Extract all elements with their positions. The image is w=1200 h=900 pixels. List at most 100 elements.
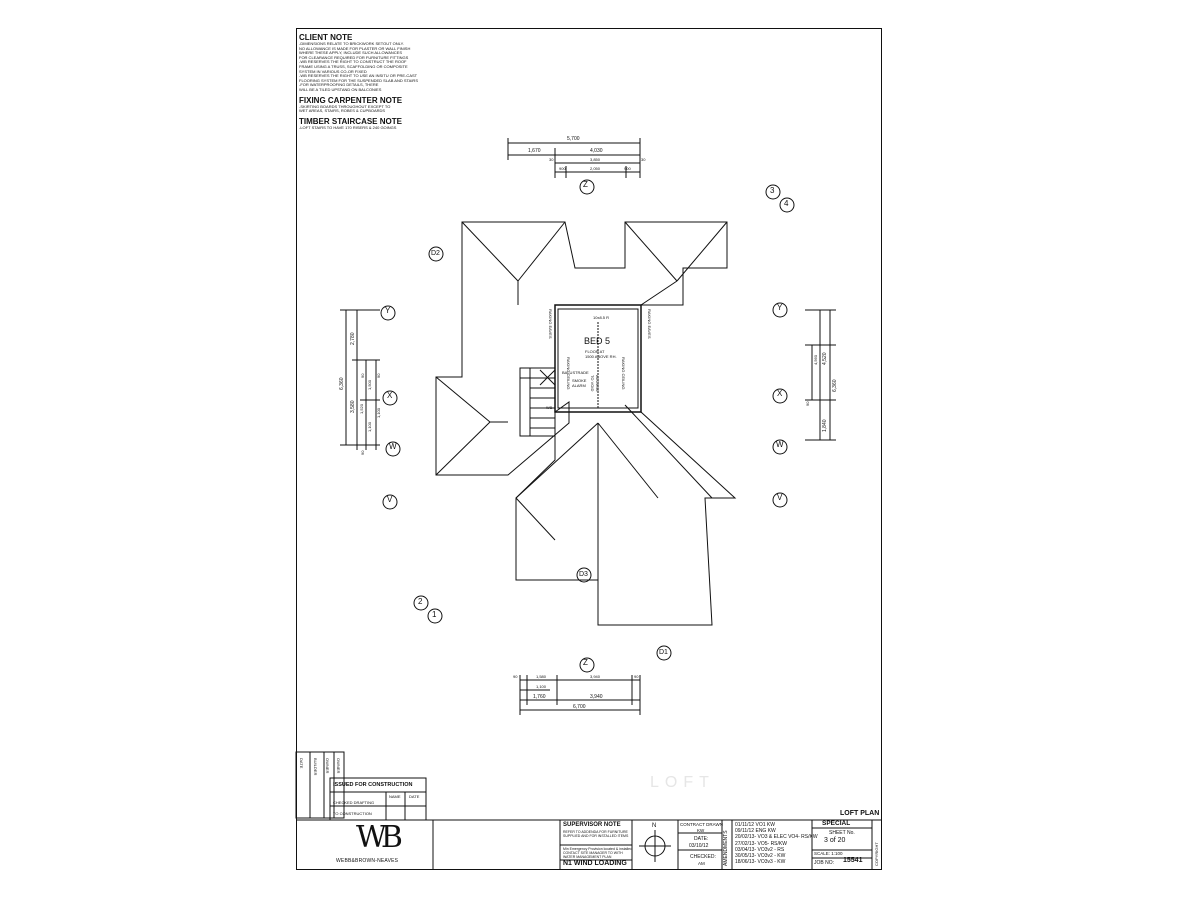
logo-name: WEBB&BROWN-NEAVES [336, 858, 399, 864]
amendments-label: AMENDMENTS [723, 830, 729, 866]
dim-right-b: 4,560 [813, 354, 818, 365]
section-marker-1: 1 [432, 610, 437, 619]
sheet-number: 3 of 20 [824, 837, 846, 844]
revision-strip-builder: BUILDER [313, 758, 318, 776]
timber-staircase-note-heading: TIMBER STAIRCASE NOTE [299, 116, 402, 126]
balustrade-label: BALUSTRADE [562, 370, 589, 375]
dim-bottom-c: 3,940 [590, 694, 603, 700]
company-logo: WB WEBB&BROWN-NEAVES [336, 820, 432, 870]
dim-top-c: 3,850 [590, 157, 601, 162]
contract-drawn-value: KW [697, 828, 705, 833]
dim-left-f: 90 [360, 450, 365, 455]
dim-bottom-w1: 1,100 [536, 684, 547, 689]
amendment-item: 20/02/13- VO3 & ELEC VO4- RS/KW [735, 834, 818, 841]
amendment-item: 09/11/12 ENG KW [735, 828, 776, 835]
stair-outline [519, 367, 556, 437]
wb-label: WB [546, 405, 553, 410]
dim-right-d: 90 [805, 401, 810, 406]
grid-marker-top: Z [583, 180, 588, 189]
amendment-item: 18/06/13- VO3v3 - KW [735, 859, 786, 866]
wind-loading-label: N1 WIND LOADING [563, 860, 627, 867]
job-number: 15541 [843, 857, 863, 864]
dim-top-d: 2,050 [590, 166, 601, 171]
dim-right-c: 1,840 [822, 419, 828, 432]
dim-bottom-overall: 6,700 [573, 704, 586, 710]
dim-left-i: 1,100 [376, 407, 381, 418]
grid-marker-left-v: V [387, 495, 393, 504]
dim-left-c: 1,100 [367, 421, 372, 432]
general-notes: CLIENT NOTE -DIMENSIONS RELATE TO BRICKW… [299, 33, 439, 133]
supervisor-note-title: SUPERVISOR NOTE [563, 822, 621, 828]
amendment-item: 30/05/13- VO3v2 - KW [735, 853, 786, 860]
grid-marker-bottom: Z [583, 658, 588, 667]
timber-staircase-note-text: -LOFT STAIRS TO HAVE 170 RISERS & 240 GO… [299, 124, 397, 130]
room-name: BED 5 [584, 336, 611, 346]
section-marker-2: 2 [418, 597, 423, 606]
supervisor-note-text-2: Min Emergency Provision located & instal… [563, 847, 633, 859]
dim-left-overall: 6,360 [339, 377, 345, 390]
dim-top-a: 1,670 [528, 148, 541, 154]
client-note-heading: CLIENT NOTE [299, 33, 353, 42]
dim-top-s2: 30 [641, 157, 646, 162]
contract-date-label: DATE: [694, 836, 709, 842]
dim-left-d: 1,500 [367, 379, 372, 390]
grid-marker-left-x: X [387, 391, 393, 400]
dim-left-a: 2,780 [350, 332, 356, 345]
issued-row-checked: CHECKED DRAFTING [333, 800, 375, 805]
door-marker-d3: D3 [579, 571, 588, 578]
dim-bottom-a: 1,580 [536, 674, 547, 679]
amendments-list: 01/11/12 VO1 KW 09/11/12 ENG KW 20/02/13… [735, 822, 818, 865]
amendment-item: 03/04/13- VO3v2 - RS [735, 846, 785, 853]
grid-marker-left-y: Y [385, 306, 391, 315]
client-note-text: -DIMENSIONS RELATE TO BRICKWORK SETOUT O… [299, 41, 418, 92]
door-marker-d1: D1 [659, 649, 668, 656]
issued-col-name: NAME [389, 794, 401, 799]
grid-marker-right-w: W [776, 440, 784, 449]
section-marker-4: 4 [784, 199, 789, 208]
amendment-item: 27/02/13- VO5- RS/KW [735, 840, 787, 847]
contract-drawn-label: CONTRACT DRAWN [680, 822, 723, 827]
grid-marker-right-y: Y [777, 303, 783, 312]
dim-top-e2: 900 [624, 166, 631, 171]
sheet-scale: SCALE: 1:100 [814, 851, 843, 856]
dim-top-b: 4,030 [590, 148, 603, 154]
contract-checked-label: CHECKED: [690, 854, 716, 860]
dim-right-overall: 6,360 [832, 379, 838, 392]
section-marker-3: 3 [770, 186, 775, 195]
issued-col-date: DATE [409, 794, 420, 799]
door-marker-d2: D2 [431, 250, 440, 257]
raking-ceiling-right-label: RAKING CEILING [621, 357, 626, 390]
dim-top-s1: 30 [549, 157, 554, 162]
logo-mark: WB [356, 820, 403, 855]
bed5-room-outline [554, 304, 642, 413]
grid-marker-right-v: V [777, 493, 783, 502]
fixing-carpenter-note-heading: FIXING CARPENTER NOTE [299, 95, 403, 105]
dim-bottom-b: 1,760 [533, 694, 546, 700]
issued-row-construction: TO CONSTRUCTION [333, 811, 372, 816]
north-label: N [652, 823, 657, 829]
issued-title: ISSUED FOR CONSTRUCTION [333, 782, 413, 788]
roof-outline [435, 221, 737, 626]
amendment-item: 01/11/12 VO1 KW [735, 822, 775, 828]
room-size-note: 10x8.5 R [593, 315, 610, 320]
sheet-type: SPECIAL [822, 820, 851, 827]
contract-checked-value: AM [698, 861, 705, 866]
dim-left-h: 90 [376, 373, 381, 378]
dim-top-overall: 5,700 [567, 136, 580, 142]
drawing-sheet-border [296, 28, 882, 870]
raking-eaves-left-label: RAKING EAVES [548, 309, 553, 339]
dim-right-a: 4,520 [822, 352, 828, 365]
revision-strip-owner-a: OWNER [325, 758, 330, 774]
dim-bottom-s2: 90 [634, 674, 639, 679]
dim-top-e1: 900 [559, 166, 566, 171]
dim-left-b: 3,580 [350, 400, 356, 413]
revision-strip-owner-b: OWNER [336, 758, 341, 774]
dim-bottom-a2: 3,940 [590, 674, 601, 679]
raking-eaves-right-label: RAKING EAVES [647, 309, 652, 339]
